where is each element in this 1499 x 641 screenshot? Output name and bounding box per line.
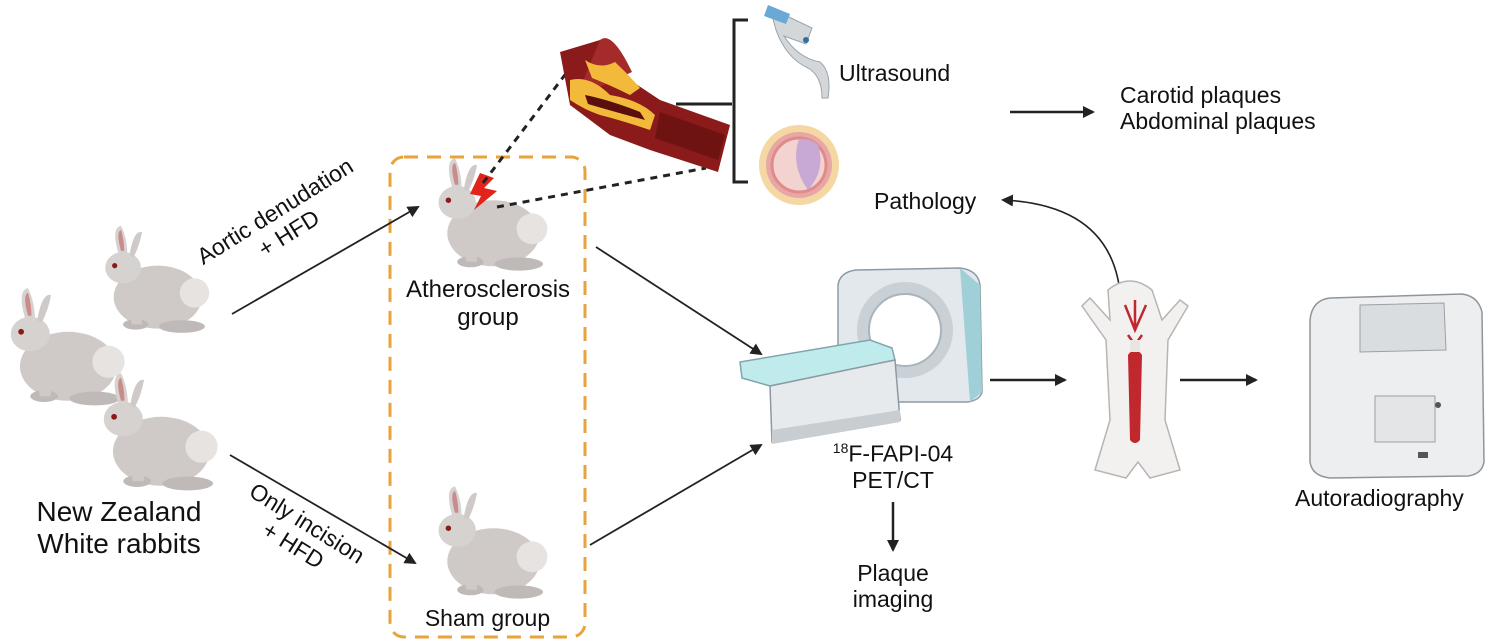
atherosclerosis-label-line1: Atherosclerosis [405,276,571,303]
autoradiography-machine-icon [1309,293,1485,479]
zoom-line-bottom [496,166,707,209]
autoradiography-label: Autoradiography [1295,485,1464,511]
groups-dashed-box [388,155,587,639]
plaque-imaging-label: Plaque imaging [830,560,956,613]
petct-tracer-line: 18F-FAPI-04 [808,440,978,467]
carotid-plaques-label: Carotid plaques [1120,82,1282,108]
zoom-line-top [481,54,582,184]
rabbit-icon [438,158,548,271]
rabbits-label-line2: White rabbits [37,528,201,560]
bracket [732,18,748,184]
rabbits-label: New Zealand White rabbits [24,496,214,560]
ultrasound-probe-icon [764,5,830,99]
arrow-to-sham [229,454,417,565]
pathology-label: Pathology [874,188,977,214]
rabbit-icon [10,288,125,406]
petct-tracer-name: F-FAPI-04 [848,440,954,467]
petct-isotope-superscript: 18 [832,440,849,456]
atherosclerosis-label-line2: group [457,303,519,331]
artery-plaque-icon [560,38,730,172]
atherosclerosis-group-label: Atherosclerosis group [386,276,590,331]
petct-modality: PET/CT [852,467,934,494]
artery-cross-section-icon [759,125,839,205]
arrow-to-atherosclerosis [231,206,420,315]
lightning-icon [470,173,497,210]
pet-ct-scanner-icon [739,267,983,444]
arrow-to-pathology [1001,194,1121,293]
abdominal-plaques-label: Abdominal plaques [1120,108,1316,135]
plaque-imaging-line2: imaging [852,586,934,613]
dissected-rabbit-icon [1081,280,1189,479]
plaque-imaging-line1: Plaque [857,560,929,586]
petct-label: 18F-FAPI-04 PET/CT [808,440,978,494]
rabbits-label-line1: New Zealand [36,496,202,527]
plaques-label: Carotid plaques Abdominal plaques [1120,82,1316,135]
rabbit-icon [438,486,548,599]
sham-group-label: Sham group [424,605,551,631]
rabbit-icon [103,373,218,491]
arrow-sham-to-petct [589,443,763,546]
ultrasound-label: Ultrasound [839,60,951,86]
arrow-athero-to-petct [595,246,763,356]
